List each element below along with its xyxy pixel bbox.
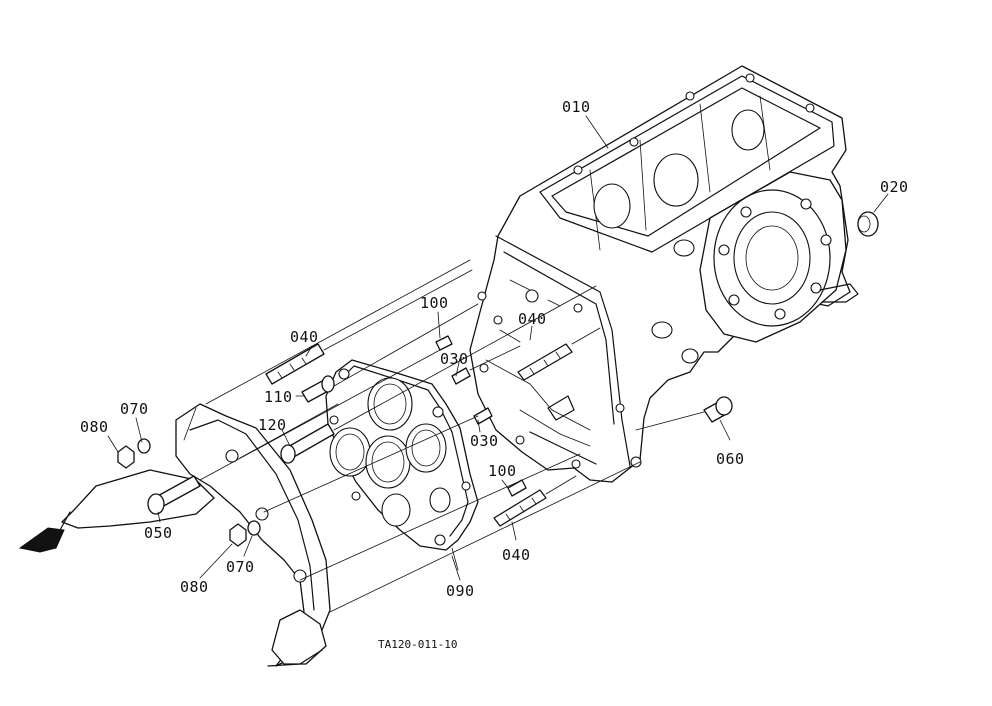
stud-040-middle	[517, 343, 573, 381]
callout-080-upper: 080	[80, 418, 109, 436]
front-cover-plate	[325, 359, 479, 571]
bolt-110	[301, 375, 335, 403]
callout-120: 120	[258, 416, 287, 434]
bolt-120	[280, 423, 335, 464]
callout-060: 060	[716, 450, 745, 468]
callout-080-lower: 080	[180, 578, 209, 596]
stud-040-upper	[265, 343, 325, 385]
leader-lines	[107, 115, 731, 581]
callout-110: 110	[264, 388, 293, 406]
drawing-code: TA120-011-10	[378, 638, 457, 651]
callout-010: 010	[562, 98, 591, 116]
transmission-case	[469, 65, 859, 483]
plug-020	[857, 193, 889, 237]
callout-090: 090	[446, 582, 475, 600]
assembly-lines	[199, 259, 705, 613]
callout-040-middle: 040	[518, 310, 547, 328]
callout-040-lower: 040	[502, 546, 531, 564]
callout-030-upper: 030	[440, 350, 469, 368]
callout-labels: 010 020 040 100 040 030 110 070 080 120 …	[80, 98, 909, 651]
bolt-050	[147, 475, 201, 515]
dowel-pins	[435, 335, 527, 497]
callout-030-lower: 030	[470, 432, 499, 450]
nuts-washers	[117, 438, 261, 547]
callout-070-upper: 070	[120, 400, 149, 418]
callout-070-lower: 070	[226, 558, 255, 576]
front-support-bracket	[18, 403, 331, 667]
callout-050: 050	[144, 524, 173, 542]
callout-040-upper: 040	[290, 328, 319, 346]
callout-100-lower: 100	[488, 462, 517, 480]
callout-020: 020	[880, 178, 909, 196]
bolt-060	[703, 396, 733, 423]
callout-100-upper: 100	[420, 294, 449, 312]
stud-040-lower	[493, 489, 547, 527]
